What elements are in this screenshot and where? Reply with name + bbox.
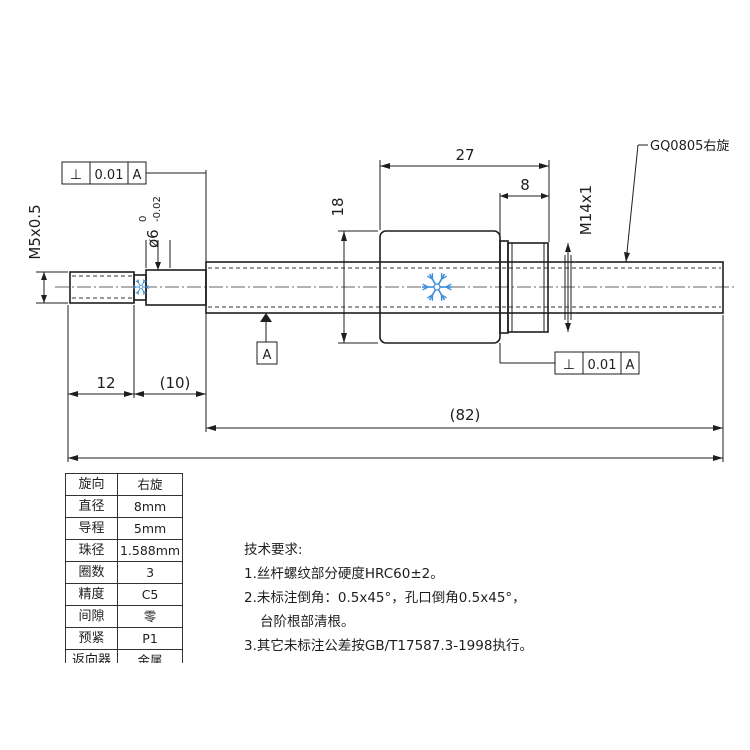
notes-title: 技术要求: xyxy=(244,542,303,558)
spec-value: 5mm xyxy=(117,517,183,540)
dimension-journal-length: (10) xyxy=(134,374,206,397)
tol-right-value: 0.01 xyxy=(588,358,617,373)
spec-key: 精度 xyxy=(65,583,119,606)
dimension-thread-length: 12 xyxy=(68,374,134,397)
note-line-2: 2.未标注倒角：0.5x45°，孔口倒角0.5x45°， xyxy=(244,590,526,606)
note-line-3: 3.其它未标注公差按GB/T17587.3-1998执行。 xyxy=(244,638,533,654)
spec-value: 1.588mm xyxy=(117,539,183,562)
dim-d6-tol-lower: -0.02 xyxy=(152,196,163,222)
journal-section xyxy=(145,269,207,306)
spec-row: 旋向右旋 xyxy=(65,473,183,496)
note-line-1: 1.丝杆螺纹部分硬度HRC60±2。 xyxy=(244,566,444,582)
spec-key: 旋向 xyxy=(65,473,119,496)
spec-key: 直径 xyxy=(65,495,119,518)
extension-lines xyxy=(36,160,724,462)
perpendicularity-right-icon: ⊥ xyxy=(563,357,575,373)
spec-key: 珠径 xyxy=(65,539,119,562)
spec-key: 返向器 xyxy=(65,649,119,663)
dimension-flange-width: 8 xyxy=(500,176,549,199)
spec-key: 间隙 xyxy=(65,605,119,628)
dimension-end-thread: M5x0.5 xyxy=(26,204,47,303)
dim-d6-tol-upper: 0 xyxy=(138,216,149,222)
dimension-shaft-diameter: ø6 0 -0.02 xyxy=(138,196,163,270)
spec-key: 预紧 xyxy=(65,627,119,650)
screw-shaft xyxy=(55,261,735,314)
datum-a-label: A xyxy=(263,348,272,363)
dim-18-text: 18 xyxy=(329,197,347,216)
dimension-nut-diameter: 18 xyxy=(329,197,347,343)
tol-left-value: 0.01 xyxy=(95,168,124,183)
thread-callout: GQ0805右旋 xyxy=(624,139,729,263)
spec-value: C5 xyxy=(117,583,183,606)
spec-row: 间隙零 xyxy=(65,605,183,628)
dim-27-text: 27 xyxy=(455,146,474,164)
callout-gq0805-text: GQ0805右旋 xyxy=(650,139,729,154)
dim-m5-text: M5x0.5 xyxy=(26,204,44,259)
technical-requirements: 技术要求: 1.丝杆螺纹部分硬度HRC60±2。 2.未标注倒角：0.5x45°… xyxy=(244,538,664,658)
dim-8-text: 8 xyxy=(520,176,530,194)
note-line-2-cont: 台阶根部清根。 xyxy=(260,614,355,630)
ball-nut xyxy=(379,230,576,344)
dim-82-text: (82) xyxy=(450,406,481,424)
dim-10-text: (10) xyxy=(160,374,191,392)
spec-value: 3 xyxy=(117,561,183,584)
spec-row: 返向器金属 xyxy=(65,649,183,663)
spec-key: 导程 xyxy=(65,517,119,540)
tolerance-frame-right: ⊥ 0.01 A xyxy=(499,343,640,375)
dimension-lock-thread: M14x1 xyxy=(565,185,595,332)
main-screw-body xyxy=(205,261,724,314)
dimension-overall-line xyxy=(68,455,723,461)
dimension-total-length: (82) xyxy=(206,406,723,431)
tolerance-frame-left: ⊥ 0.01 A xyxy=(61,161,207,185)
spec-value: 8mm xyxy=(117,495,183,518)
logo-snowflake-small-icon xyxy=(132,279,150,295)
lock-nut xyxy=(507,242,549,333)
perpendicularity-icon: ⊥ xyxy=(70,167,82,183)
dimension-nut-length: 27 xyxy=(380,146,549,169)
logo-snowflake-icon xyxy=(422,273,452,301)
tol-left-datum: A xyxy=(133,168,142,183)
dim-m14-text: M14x1 xyxy=(577,185,595,235)
spec-value: 右旋 xyxy=(117,473,183,496)
spec-key: 圈数 xyxy=(65,561,119,584)
tol-right-datum: A xyxy=(626,358,635,373)
dim-12-text: 12 xyxy=(96,374,115,392)
spec-value: 零 xyxy=(117,605,183,628)
spec-value: P1 xyxy=(117,627,183,650)
datum-feature-a: A xyxy=(256,313,278,365)
spec-value: 金属 xyxy=(117,649,183,663)
dim-d6-text: ø6 xyxy=(144,229,162,248)
